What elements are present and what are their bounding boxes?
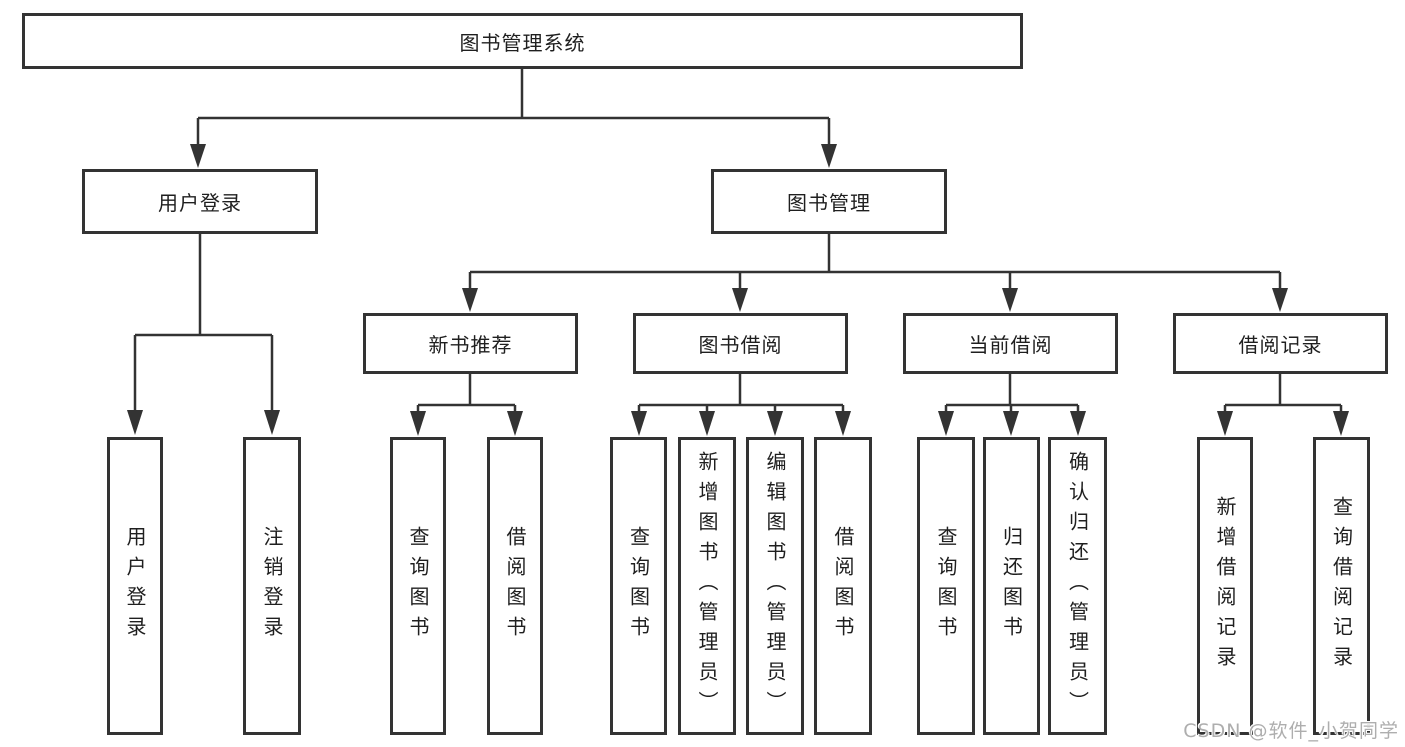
node-user-login: 用户登录	[82, 169, 318, 234]
leaf-label: 确认归还（管理员）	[1065, 451, 1090, 721]
leaf-label: 查询图书	[934, 526, 958, 646]
leaf-newbook-borrow-books: 借阅图书	[487, 437, 543, 735]
leaf-label: 查询图书	[626, 526, 651, 646]
node-book-management: 图书管理	[711, 169, 947, 234]
wire-book-management-branch	[468, 233, 1282, 290]
csdn-watermark: CSDN @软件_小贺同学	[1183, 720, 1399, 742]
arrowhead	[127, 410, 143, 435]
leaf-current-query-books: 查询图书	[917, 437, 975, 735]
leaf-label: 用户登录	[123, 526, 147, 646]
arrowhead	[732, 288, 748, 312]
wire-new-book-branch	[416, 373, 517, 414]
leaf-label: 新增图书（管理员）	[695, 451, 719, 721]
arrowhead	[835, 411, 851, 436]
arrowhead	[1272, 288, 1288, 312]
node-current-borrowing: 当前借阅	[903, 313, 1118, 374]
wire-borrowing-records-branch	[1223, 373, 1343, 414]
leaf-borrowing-query-books: 查询图书	[610, 437, 667, 735]
arrowhead	[699, 411, 715, 436]
arrowhead	[821, 144, 837, 168]
leaf-add-borrow-record: 新增借阅记录	[1197, 437, 1253, 735]
leaf-label: 借阅图书	[503, 526, 527, 646]
node-library-management-system: 图书管理系统	[22, 13, 1023, 69]
leaf-logout: 注销登录	[243, 437, 301, 735]
wire-root-to-level2	[196, 68, 831, 146]
leaf-label: 借阅图书	[831, 526, 855, 646]
node-book-borrowing: 图书借阅	[633, 313, 848, 374]
leaf-add-books-admin: 新增图书（管理员）	[678, 437, 736, 735]
arrowhead	[1217, 411, 1233, 436]
leaf-query-borrow-record: 查询借阅记录	[1313, 437, 1370, 735]
arrowhead	[767, 411, 783, 436]
arrowheads	[127, 144, 1349, 436]
node-new-book-recommend: 新书推荐	[363, 313, 578, 374]
arrowhead	[1003, 411, 1019, 436]
leaf-borrowing-borrow-books: 借阅图书	[814, 437, 872, 735]
arrowhead	[410, 411, 426, 436]
leaf-confirm-return-admin: 确认归还（管理员）	[1048, 437, 1107, 735]
leaf-return-books: 归还图书	[983, 437, 1040, 735]
node-borrowing-records: 借阅记录	[1173, 313, 1388, 374]
arrowhead	[1002, 288, 1018, 312]
arrowhead	[190, 144, 206, 168]
leaf-edit-books-admin: 编辑图书（管理员）	[746, 437, 804, 735]
arrowhead	[264, 410, 280, 435]
arrowhead	[631, 411, 647, 436]
arrowhead	[938, 411, 954, 436]
wire-user-login-branch	[133, 233, 274, 413]
leaf-label: 归还图书	[999, 526, 1024, 646]
arrowhead	[1070, 411, 1086, 436]
leaf-label: 查询借阅记录	[1329, 496, 1354, 676]
arrowhead	[1333, 411, 1349, 436]
arrowhead	[507, 411, 523, 436]
leaf-label: 编辑图书（管理员）	[763, 451, 787, 721]
arrowhead	[462, 288, 478, 312]
leaf-label: 新增借阅记录	[1213, 496, 1237, 676]
wire-current-borrowing-branch	[944, 373, 1080, 414]
leaf-user-login: 用户登录	[107, 437, 163, 735]
leaf-newbook-query-books: 查询图书	[390, 437, 446, 735]
leaf-label: 查询图书	[406, 526, 430, 646]
leaf-label: 注销登录	[260, 526, 284, 646]
wire-book-borrowing-branch	[637, 373, 845, 414]
